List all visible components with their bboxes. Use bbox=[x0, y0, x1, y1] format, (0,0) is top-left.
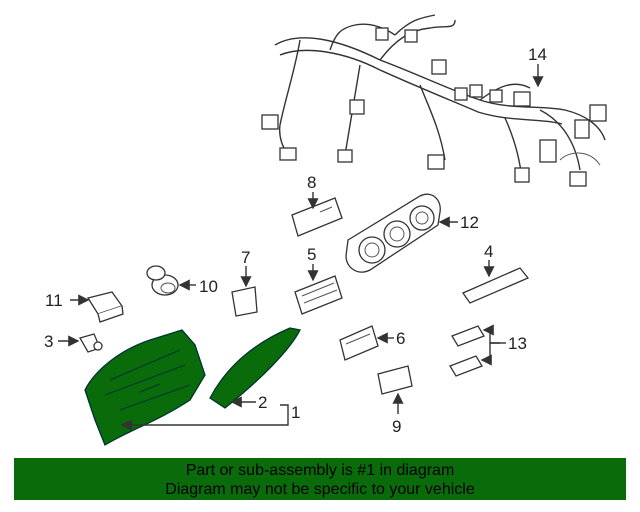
part-12-climate-panel bbox=[345, 193, 441, 273]
callout-11: 11 bbox=[45, 291, 63, 310]
wiring-harness bbox=[261, 14, 607, 187]
part-8-module bbox=[291, 197, 343, 237]
callout-8: 8 bbox=[307, 173, 316, 192]
part-7-connector bbox=[231, 286, 258, 317]
callout-6: 6 bbox=[396, 329, 405, 348]
callout-2: 2 bbox=[258, 393, 267, 412]
callout-14: 14 bbox=[528, 45, 547, 64]
diagram-notice-banner: Part or sub-assembly is #1 in diagram Di… bbox=[14, 458, 626, 500]
callout-9: 9 bbox=[392, 417, 401, 436]
callout-10: 10 bbox=[199, 277, 218, 296]
callout-4: 4 bbox=[484, 242, 493, 261]
callout-1: 1 bbox=[291, 403, 300, 422]
part-9-sensor bbox=[377, 365, 413, 395]
callout-13: 13 bbox=[508, 334, 527, 353]
callout-5: 5 bbox=[307, 245, 316, 264]
callout-7: 7 bbox=[241, 248, 250, 267]
part-1-instrument-cluster bbox=[84, 329, 206, 446]
part-13-switches bbox=[449, 325, 485, 377]
part-6-switch bbox=[339, 325, 379, 361]
banner-line-1: Part or sub-assembly is #1 in diagram bbox=[185, 462, 455, 479]
part-4-panel bbox=[462, 267, 530, 304]
part-3-bulb bbox=[79, 333, 103, 353]
part-10-knob bbox=[146, 265, 179, 296]
leader-lines bbox=[58, 64, 544, 431]
callout-3: 3 bbox=[44, 332, 53, 351]
parts-diagram: 14 8 12 4 5 7 10 11 3 6 13 9 2 1 bbox=[44, 14, 607, 446]
part-5-switch-block bbox=[294, 275, 343, 315]
part-2-lens bbox=[209, 327, 301, 409]
banner-line-2: Diagram may not be specific to your vehi… bbox=[165, 481, 475, 498]
part-11-connector bbox=[86, 291, 124, 323]
callout-12: 12 bbox=[460, 213, 479, 232]
